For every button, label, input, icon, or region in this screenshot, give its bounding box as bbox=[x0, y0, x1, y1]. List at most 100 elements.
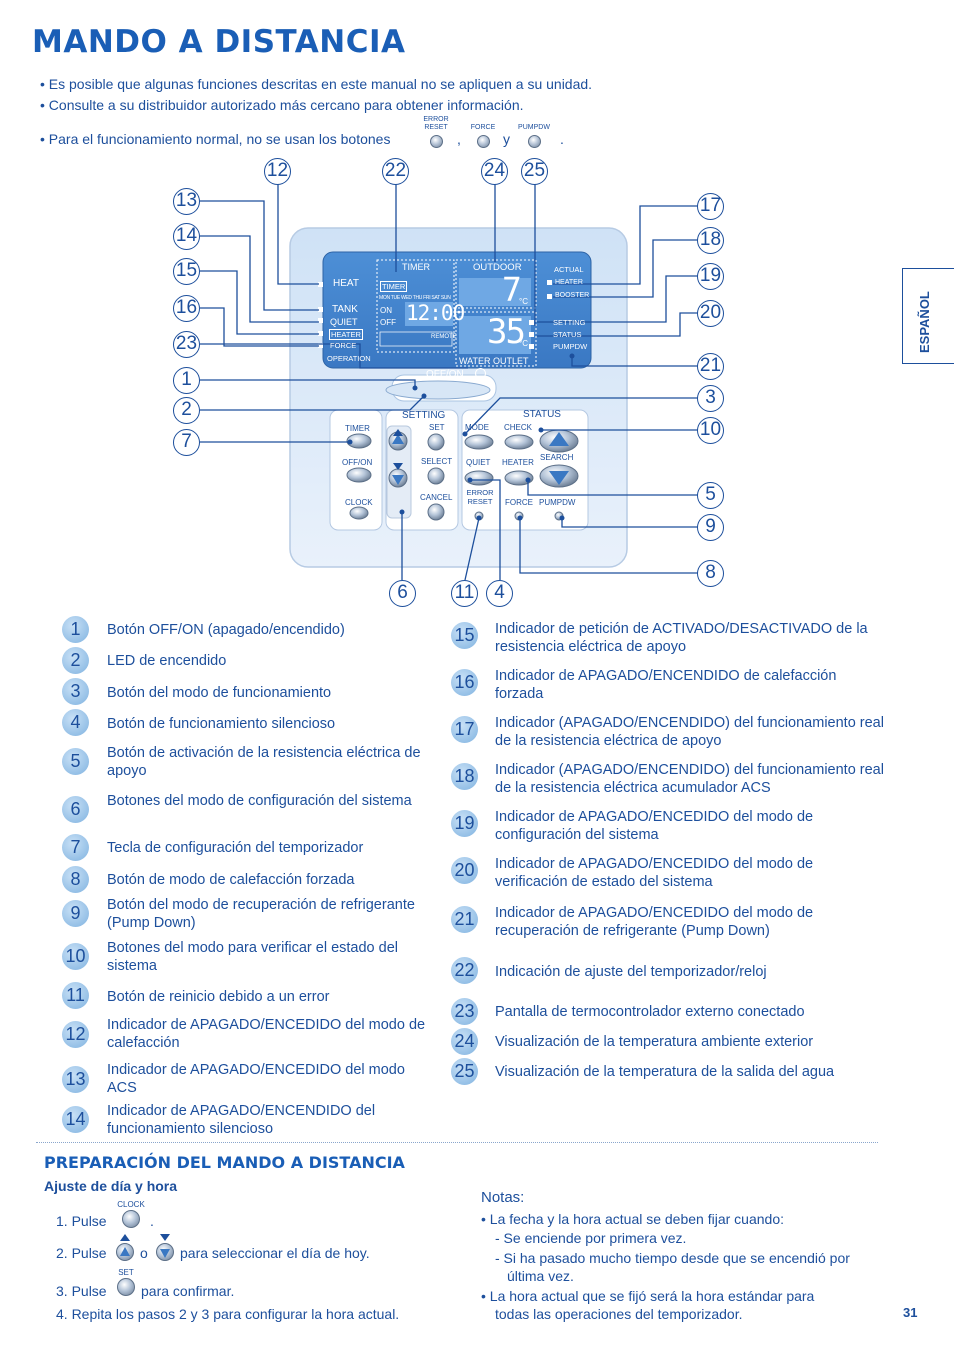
legend-text: Indicador de APAGADO/ENCEDIDO del modo d… bbox=[107, 1017, 426, 1051]
legend-number: 11 bbox=[62, 982, 89, 1009]
down-button-icon bbox=[156, 1243, 174, 1261]
set-key bbox=[427, 433, 445, 451]
callout-10: 10 bbox=[697, 417, 724, 444]
check-key-label: CHECK bbox=[504, 423, 533, 432]
callout-4: 4 bbox=[486, 580, 513, 607]
legend-number: 9 bbox=[62, 900, 89, 927]
offon-button bbox=[385, 380, 491, 400]
legend-text: Botones del modo para verificar el estad… bbox=[107, 940, 398, 974]
legend-text: Indicación de ajuste del temporizador/re… bbox=[495, 964, 767, 980]
legend-text: Indicador (APAGADO/ENCENDIDO) del funcio… bbox=[495, 762, 884, 796]
pumpdw-button-ref: PUMPDW bbox=[513, 124, 555, 148]
pumpdw-key-label: PUMPDW bbox=[539, 498, 576, 507]
note-2: • La hora actual que se fijó será la hor… bbox=[481, 1288, 815, 1322]
legend-number: 5 bbox=[62, 748, 89, 775]
cancel-key-label: CANCEL bbox=[420, 493, 453, 502]
lcd-heater-actual: HEATER bbox=[555, 279, 583, 286]
callout-3: 3 bbox=[697, 385, 724, 412]
down-button-ref bbox=[155, 1234, 175, 1264]
clock-key bbox=[349, 506, 369, 520]
callout-9: 9 bbox=[697, 514, 724, 541]
intro-sep-2: y bbox=[503, 131, 510, 147]
note-1a: - Se enciende por primera vez. bbox=[495, 1230, 687, 1246]
legend-text: Botón OFF/ON (apagado/encendido) bbox=[107, 622, 345, 638]
legend-text: Botón de modo de calefacción forzada bbox=[107, 872, 355, 888]
error-reset-key-label: ERROR RESET bbox=[466, 488, 494, 506]
legend-number: 6 bbox=[62, 796, 89, 823]
legend-text: Indicador de petición de ACTIVADO/DESACT… bbox=[495, 621, 868, 655]
legend-number: 8 bbox=[62, 866, 89, 893]
step-2-end: para seleccionar el día de hoy. bbox=[180, 1245, 370, 1261]
clock-button-icon bbox=[122, 1210, 140, 1228]
section-divider bbox=[36, 1142, 878, 1143]
legend-text: Indicador (APAGADO/ENCENDIDO) del funcio… bbox=[495, 715, 884, 749]
legend-text: Botón del modo de recuperación de refrig… bbox=[107, 897, 415, 931]
legend-number: 1 bbox=[62, 616, 89, 643]
error-reset-icon bbox=[429, 135, 443, 148]
mode-key bbox=[464, 434, 494, 450]
legend-number: 18 bbox=[451, 763, 478, 790]
legend-number: 14 bbox=[62, 1106, 89, 1133]
callout-24: 24 bbox=[481, 158, 508, 185]
error-reset-button-ref: ERROR RESET bbox=[418, 116, 454, 148]
timer-key bbox=[346, 433, 372, 449]
lcd-quiet: QUIET bbox=[330, 317, 358, 327]
set-button-label: SET bbox=[118, 1268, 134, 1277]
callout-15: 15 bbox=[173, 258, 200, 285]
intro-line-2: • Consulte a su distribuidor autorizado … bbox=[40, 97, 524, 113]
callout-12: 12 bbox=[264, 158, 291, 185]
legend-text: Pantalla de termocontrolador externo con… bbox=[495, 1004, 805, 1020]
callout-17: 17 bbox=[697, 193, 724, 220]
legend-text: Botón de activación de la resistencia el… bbox=[107, 745, 421, 779]
down-mark-icon bbox=[393, 463, 403, 470]
clock-digit-bg bbox=[405, 302, 453, 326]
legend-text: Indicador de APAGADO/ENCEDIDO del modo A… bbox=[107, 1062, 405, 1096]
lcd-heat: HEAT bbox=[333, 278, 359, 289]
legend-number: 4 bbox=[62, 709, 89, 736]
force-key-label: FORCE bbox=[505, 498, 533, 507]
callout-leader-dots bbox=[347, 353, 575, 521]
callout-14: 14 bbox=[173, 223, 200, 250]
callout-leader-lines bbox=[200, 183, 698, 581]
error-reset-label: ERROR RESET bbox=[423, 116, 449, 131]
section-title: PREPARACIÓN DEL MANDO A DISTANCIA bbox=[44, 1153, 405, 1172]
callout-1: 1 bbox=[173, 367, 200, 394]
remote-illustration bbox=[200, 183, 698, 581]
clock-button-label: CLOCK bbox=[117, 1200, 145, 1209]
search-key-label: SEARCH bbox=[540, 453, 574, 462]
down-arrow-icon bbox=[392, 475, 404, 485]
mode-key-label: MODE bbox=[465, 423, 489, 432]
legend-text: Botón del modo de funcionamiento bbox=[107, 685, 332, 701]
legend-number: 24 bbox=[451, 1028, 478, 1055]
lcd-outdoor-temp: 7 bbox=[502, 270, 522, 309]
lcd-off: OFF bbox=[380, 318, 396, 327]
callout-19: 19 bbox=[697, 263, 724, 290]
callout-11: 11 bbox=[451, 580, 478, 607]
intro-end: . bbox=[560, 131, 564, 147]
section-subtitle: Ajuste de día y hora bbox=[44, 1178, 178, 1194]
legend-text: Tecla de configuración del temporizador bbox=[107, 840, 364, 856]
lcd-water-temp: 35 bbox=[487, 312, 526, 352]
intro-line-3: • Para el funcionamiento normal, no se u… bbox=[40, 131, 391, 147]
up-arrow-icon bbox=[392, 434, 404, 444]
up-arrow-icon bbox=[120, 1247, 130, 1256]
step-2-text: 2. Pulse bbox=[56, 1245, 107, 1261]
callout-2: 2 bbox=[173, 397, 200, 424]
timer-key-label: TIMER bbox=[345, 424, 370, 433]
legend-number: 13 bbox=[62, 1066, 89, 1093]
lcd-heater: HEATER bbox=[329, 329, 363, 340]
page-number: 31 bbox=[903, 1305, 918, 1320]
legend-text: Indicador de APAGADO/ENCEDIDO del modo d… bbox=[495, 856, 814, 890]
step-3-end: para confirmar. bbox=[141, 1283, 235, 1299]
search-down-icon bbox=[549, 471, 569, 485]
outdoor-digit-bg bbox=[459, 278, 531, 306]
select-key bbox=[427, 467, 445, 485]
lcd-square-markers bbox=[318, 280, 552, 349]
callout-13: 13 bbox=[173, 188, 200, 215]
cancel-key bbox=[427, 503, 445, 521]
legend-number: 22 bbox=[451, 957, 478, 984]
step-1-text: 1. Pulse bbox=[56, 1213, 107, 1229]
legend-text: Indicador de APAGADO/ENCENDIDO de calefa… bbox=[495, 668, 837, 702]
legend-text: Botón de reinicio debido a un error bbox=[107, 989, 330, 1005]
step-3-text: 3. Pulse bbox=[56, 1283, 107, 1299]
